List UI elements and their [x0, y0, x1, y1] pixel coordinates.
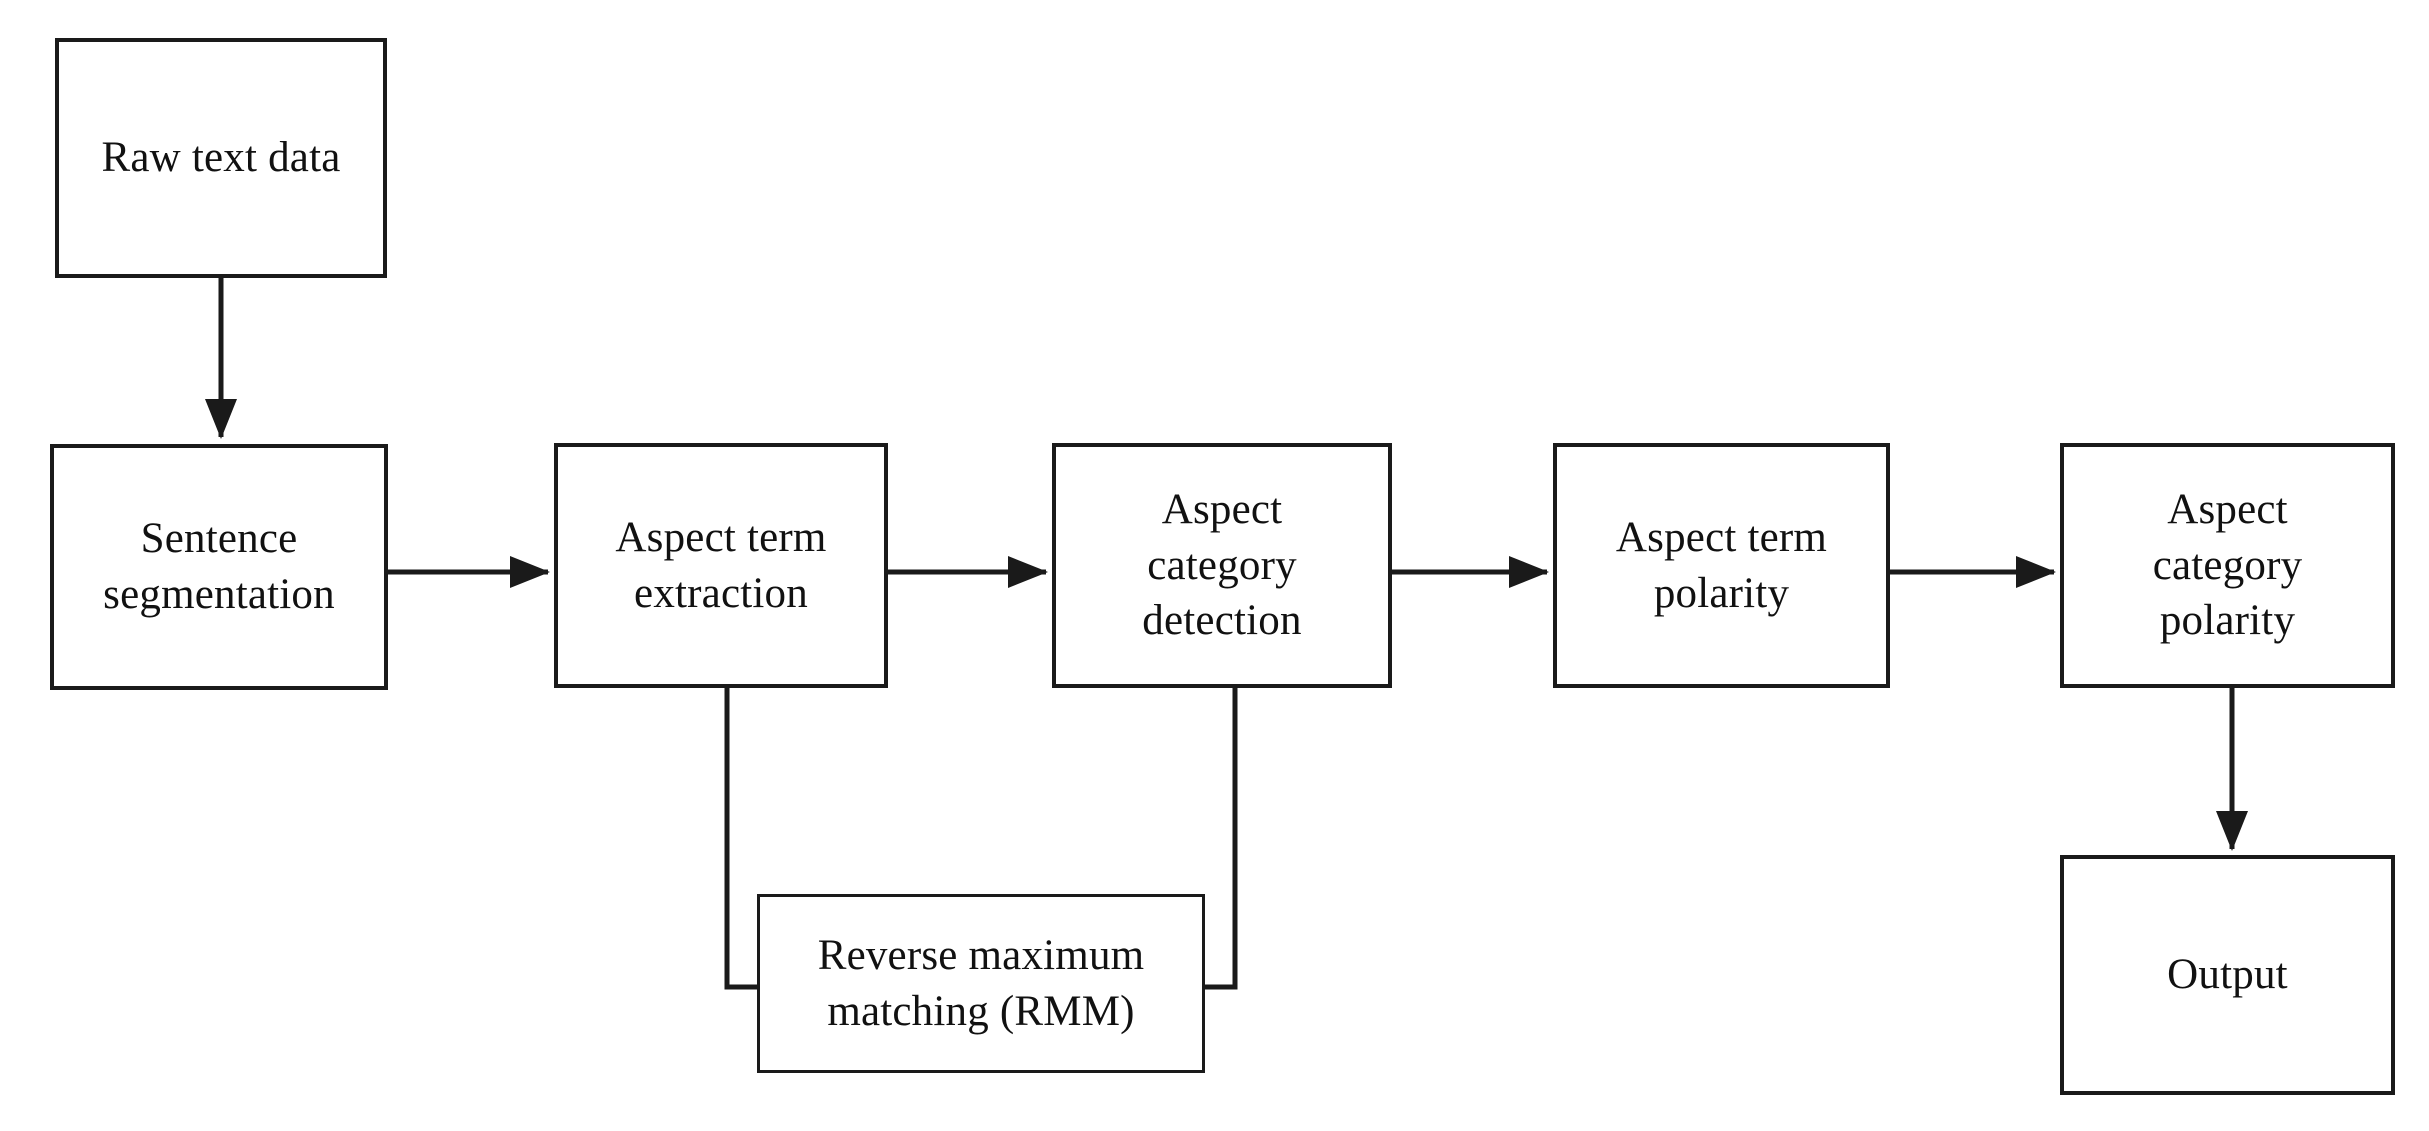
node-aspect-term-polarity-line-1: Aspect term — [1615, 513, 1828, 561]
node-output-label: Output — [2159, 947, 2296, 1003]
node-output-line-1: Output — [2167, 951, 2288, 999]
node-sentence-segmentation-line-2: segmentation — [103, 571, 335, 618]
node-aspect-term-extraction-label: Aspect term extraction — [607, 510, 834, 622]
node-aspect-category-polarity-line-3: polarity — [2159, 597, 2296, 645]
edge-category-detection-to-rmm — [1205, 688, 1238, 990]
node-aspect-category-polarity-line-1: Aspect — [2167, 485, 2288, 533]
node-aspect-category-polarity-line-2: category — [2152, 541, 2303, 589]
node-aspect-term-extraction-line-1: Aspect term — [615, 513, 827, 561]
node-aspect-term-polarity-line-2: polarity — [1653, 569, 1790, 617]
node-aspect-category-polarity-label: Aspect category polarity — [2145, 482, 2311, 650]
node-aspect-category-detection-line-1: Aspect — [1161, 485, 1283, 533]
node-raw-text-data-label: Raw text data — [93, 130, 348, 186]
node-aspect-category-polarity[interactable]: Aspect category polarity — [2060, 443, 2395, 688]
node-reverse-maximum-matching-line-1: Reverse maximum — [817, 931, 1145, 979]
node-aspect-category-detection-line-3: detection — [1142, 597, 1302, 645]
node-reverse-maximum-matching[interactable]: Reverse maximum matching (RMM) — [757, 894, 1205, 1073]
node-aspect-category-detection-label: Aspect category detection — [1134, 482, 1309, 650]
node-sentence-segmentation-line-1: Sentence — [140, 515, 298, 563]
node-aspect-term-polarity-label: Aspect term polarity — [1608, 510, 1835, 622]
node-reverse-maximum-matching-line-2: matching (RMM) — [827, 987, 1135, 1035]
node-aspect-category-detection[interactable]: Aspect category detection — [1052, 443, 1392, 688]
node-aspect-term-polarity[interactable]: Aspect term polarity — [1553, 443, 1890, 688]
node-sentence-segmentation-label: Sentence segmentation — [95, 511, 343, 623]
node-sentence-segmentation[interactable]: Sentence segmentation — [50, 444, 388, 690]
node-aspect-category-detection-line-2: category — [1147, 541, 1297, 589]
node-raw-text-data[interactable]: Raw text data — [55, 38, 387, 278]
node-raw-text-data-line-1: Raw text data — [101, 134, 341, 182]
node-output[interactable]: Output — [2060, 855, 2395, 1095]
node-aspect-term-extraction[interactable]: Aspect term extraction — [554, 443, 888, 688]
node-aspect-term-extraction-line-2: extraction — [634, 569, 808, 617]
node-reverse-maximum-matching-label: Reverse maximum matching (RMM) — [810, 928, 1153, 1040]
edge-term-extraction-to-rmm — [724, 688, 757, 990]
